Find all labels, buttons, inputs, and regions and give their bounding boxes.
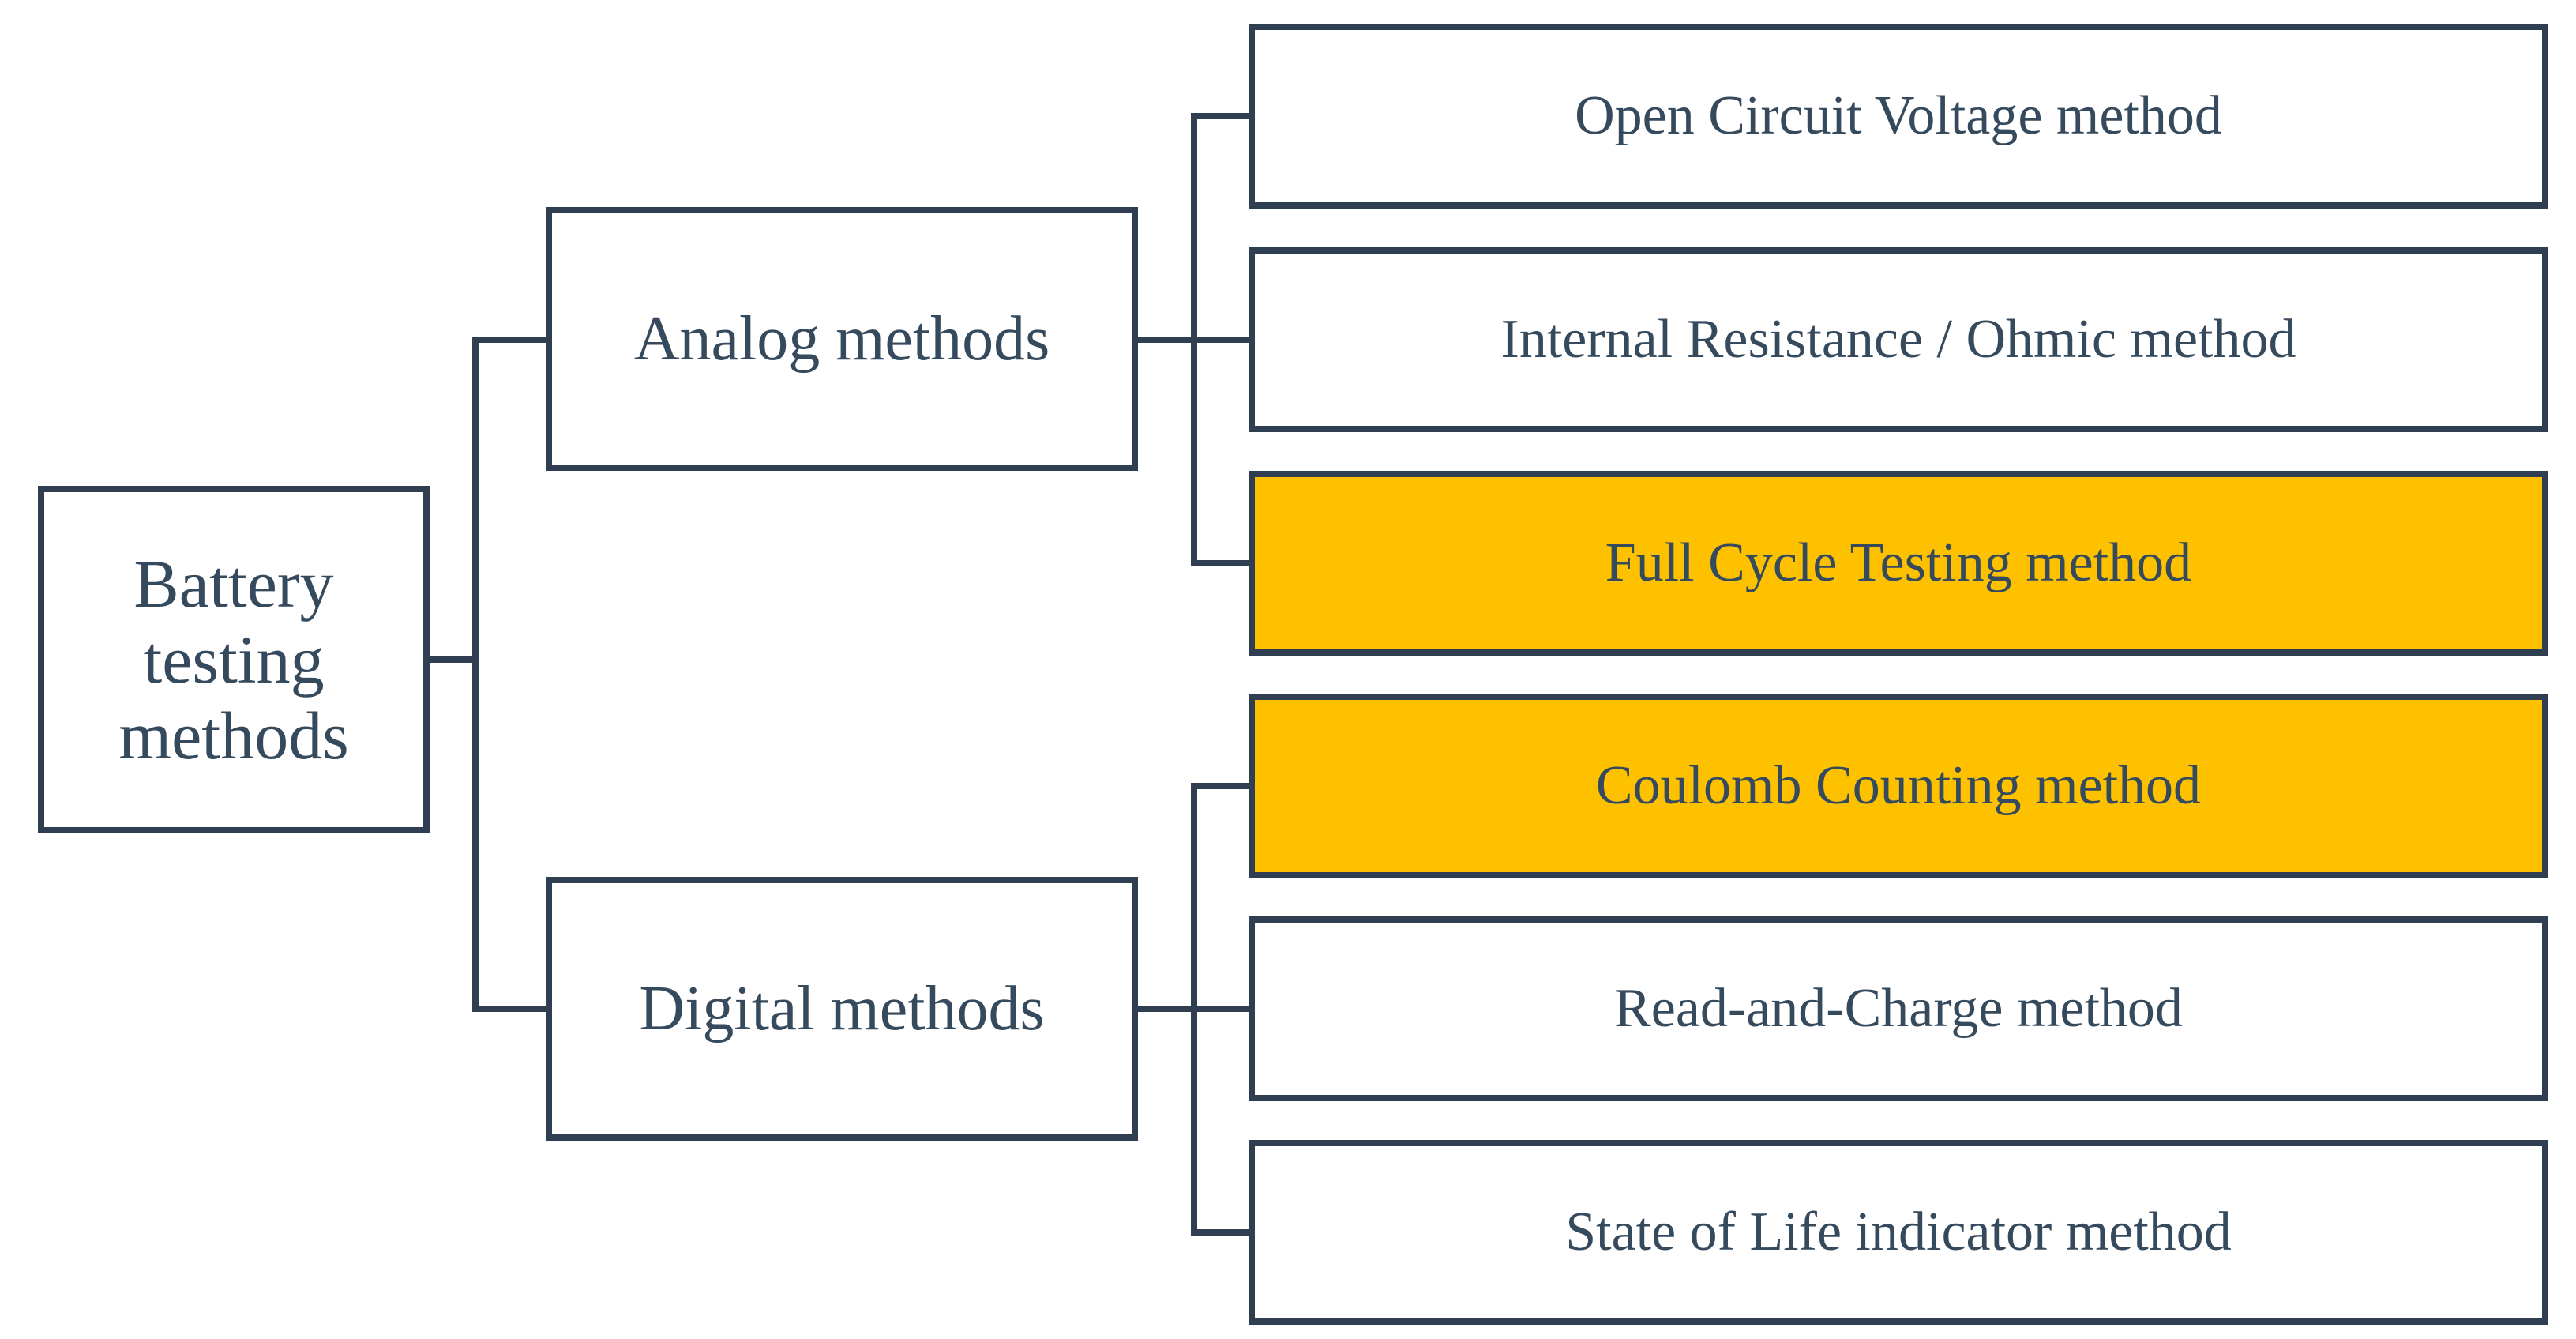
leaf-open-circuit-voltage: Open Circuit Voltage method [1249,24,2548,209]
leaf-label: Read-and-Charge method [1614,978,2183,1039]
leaf-label: State of Life indicator method [1565,1202,2232,1262]
leaf-coulomb-counting: Coulomb Counting method [1249,694,2548,878]
root-label-line-2: testing [143,622,325,698]
analog-methods-label: Analog methods [633,303,1050,374]
root-label: Battery testing methods [118,546,348,773]
digital-methods-box: Digital methods [546,877,1138,1141]
digital-methods-label: Digital methods [639,973,1045,1044]
leaf-read-and-charge: Read-and-Charge method [1249,916,2548,1101]
leaf-state-of-life-indicator: State of Life indicator method [1249,1140,2548,1325]
root-label-line-3: methods [118,698,349,773]
leaf-label: Open Circuit Voltage method [1575,85,2222,146]
leaf-full-cycle-testing: Full Cycle Testing method [1249,471,2548,656]
leaf-label: Internal Resistance / Ohmic method [1500,309,2296,370]
leaf-internal-resistance: Internal Resistance / Ohmic method [1249,247,2548,432]
root-box: Battery testing methods [38,486,430,833]
analog-methods-box: Analog methods [546,207,1138,471]
root-label-line-1: Battery [133,546,334,622]
leaf-label: Coulomb Counting method [1595,755,2202,816]
leaf-label: Full Cycle Testing method [1605,532,2192,593]
